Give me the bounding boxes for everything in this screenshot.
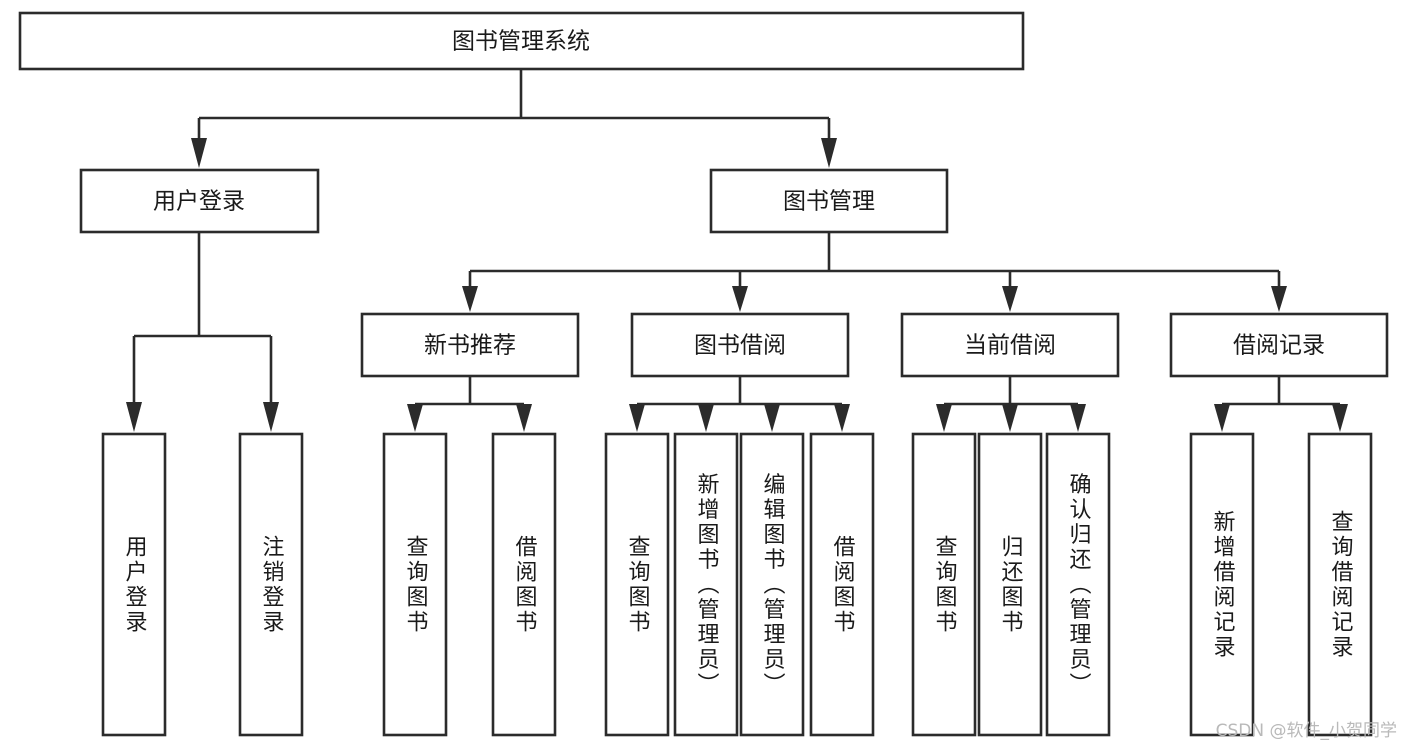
arrow-head-book-manage <box>821 138 837 168</box>
arrow-head-leaf-user-login-1 <box>263 402 279 432</box>
leaf-current-borrow-1-box <box>977 432 1043 737</box>
connector-group-new-book <box>407 376 532 432</box>
arrow-head-leaf-current-borrow-2 <box>1070 404 1086 432</box>
node-book-manage-box <box>709 168 949 234</box>
leaf-current-borrow-1-label: 归还图书 <box>998 535 1024 635</box>
leaf-node[interactable]: 用户登录 <box>101 432 167 737</box>
leaf-current-borrow-0-box <box>911 432 977 737</box>
node-new-book[interactable]: 新书推荐 <box>360 312 580 378</box>
leaf-node[interactable]: 查询图书 <box>911 432 977 737</box>
leaf-user-login-0-box <box>101 432 167 737</box>
leaf-node[interactable]: 新增图书（管理员） <box>673 432 739 737</box>
leaf-new-book-1-box <box>491 432 557 737</box>
leaf-new-book-1-label: 借阅图书 <box>512 535 538 635</box>
arrow-head-book-borrow <box>732 286 748 312</box>
leaf-current-borrow-0-label: 查询图书 <box>932 535 958 635</box>
leaf-borrow-record-0-label: 新增借阅记录 <box>1210 510 1236 660</box>
node-book-borrow[interactable]: 图书借阅 <box>630 312 850 378</box>
arrow-head-leaf-new-book-0 <box>407 404 423 432</box>
arrow-head-leaf-borrow-record-0 <box>1214 404 1230 432</box>
leaf-node[interactable]: 新增借阅记录 <box>1189 432 1255 737</box>
node-user-login[interactable]: 用户登录 <box>79 168 320 234</box>
arrow-head-leaf-current-borrow-0 <box>936 404 952 432</box>
leaf-current-borrow-2-box <box>1045 432 1111 737</box>
arrow-head-current-borrow <box>1002 286 1018 312</box>
leaf-node[interactable]: 借阅图书 <box>491 432 557 737</box>
leaf-user-login-0-label: 用户登录 <box>122 535 148 635</box>
connector-group-borrow-record <box>1214 376 1348 432</box>
connector-group-book-borrow <box>629 376 850 432</box>
leaf-book-borrow-3-box <box>809 432 875 737</box>
leaf-book-borrow-2-label: 编辑图书（管理员） <box>760 473 786 698</box>
node-borrow-record-box <box>1169 312 1389 378</box>
leaf-node[interactable]: 查询图书 <box>604 432 670 737</box>
arrow-head-leaf-user-login-0 <box>126 402 142 432</box>
leaf-borrow-record-1-box <box>1307 432 1373 737</box>
node-current-borrow-box <box>900 312 1120 378</box>
node-root[interactable]: 图书管理系统 <box>18 11 1025 71</box>
leaf-user-login-1-label: 注销登录 <box>259 535 285 635</box>
connector-group-book-manage <box>462 233 1287 312</box>
leaf-node[interactable]: 注销登录 <box>238 432 304 737</box>
arrow-head-leaf-book-borrow-3 <box>834 404 850 432</box>
leaf-borrow-record-0-box <box>1189 432 1255 737</box>
arrow-head-leaf-current-borrow-1 <box>1002 404 1018 432</box>
node-book-manage-label: 图书管理 <box>783 189 875 215</box>
leaf-borrow-record-1-label: 查询借阅记录 <box>1328 510 1354 660</box>
leaf-current-borrow-2-label: 确认归还（管理员） <box>1066 473 1092 698</box>
leaf-book-borrow-3-label: 借阅图书 <box>830 535 856 635</box>
arrow-head-borrow-record <box>1271 286 1287 312</box>
leaf-new-book-0-label: 查询图书 <box>403 535 429 635</box>
leaf-book-borrow-1-box <box>673 432 739 737</box>
node-book-borrow-box <box>630 312 850 378</box>
node-book-borrow-label: 图书借阅 <box>694 333 786 359</box>
arrow-head-leaf-book-borrow-1 <box>698 404 714 432</box>
leaf-node[interactable]: 查询借阅记录 <box>1307 432 1373 737</box>
leaf-node[interactable]: 确认归还（管理员） <box>1045 432 1111 737</box>
node-root-box <box>18 11 1025 71</box>
leaf-book-borrow-0-label: 查询图书 <box>625 535 651 635</box>
node-root-label: 图书管理系统 <box>452 29 590 55</box>
node-book-manage[interactable]: 图书管理 <box>709 168 949 234</box>
connector-group-root <box>191 69 837 168</box>
node-borrow-record-label: 借阅记录 <box>1233 333 1325 359</box>
node-current-borrow-label: 当前借阅 <box>964 333 1056 359</box>
leaf-user-login-1-box <box>238 432 304 737</box>
arrow-head-leaf-book-borrow-2 <box>764 404 780 432</box>
node-user-login-label: 用户登录 <box>153 189 245 215</box>
leaf-node[interactable]: 归还图书 <box>977 432 1043 737</box>
leaf-book-borrow-0-box <box>604 432 670 737</box>
arrow-head-new-book <box>462 286 478 312</box>
arrow-head-leaf-book-borrow-0 <box>629 404 645 432</box>
leaf-node[interactable]: 查询图书 <box>382 432 448 737</box>
arrow-head-user-login <box>191 138 207 168</box>
connector-group-current-borrow <box>936 376 1086 432</box>
node-borrow-record[interactable]: 借阅记录 <box>1169 312 1389 378</box>
arrow-head-leaf-new-book-1 <box>516 404 532 432</box>
node-new-book-label: 新书推荐 <box>424 333 516 359</box>
connector-group-user-login <box>126 233 279 432</box>
arrow-head-leaf-borrow-record-1 <box>1332 404 1348 432</box>
node-new-book-box <box>360 312 580 378</box>
leaf-node[interactable]: 借阅图书 <box>809 432 875 737</box>
leaf-new-book-0-box <box>382 432 448 737</box>
node-user-login-box <box>79 168 320 234</box>
leaf-node[interactable]: 编辑图书（管理员） <box>739 432 805 737</box>
node-current-borrow[interactable]: 当前借阅 <box>900 312 1120 378</box>
leaf-book-borrow-1-label: 新增图书（管理员） <box>694 473 720 698</box>
leaf-book-borrow-2-box <box>739 432 805 737</box>
